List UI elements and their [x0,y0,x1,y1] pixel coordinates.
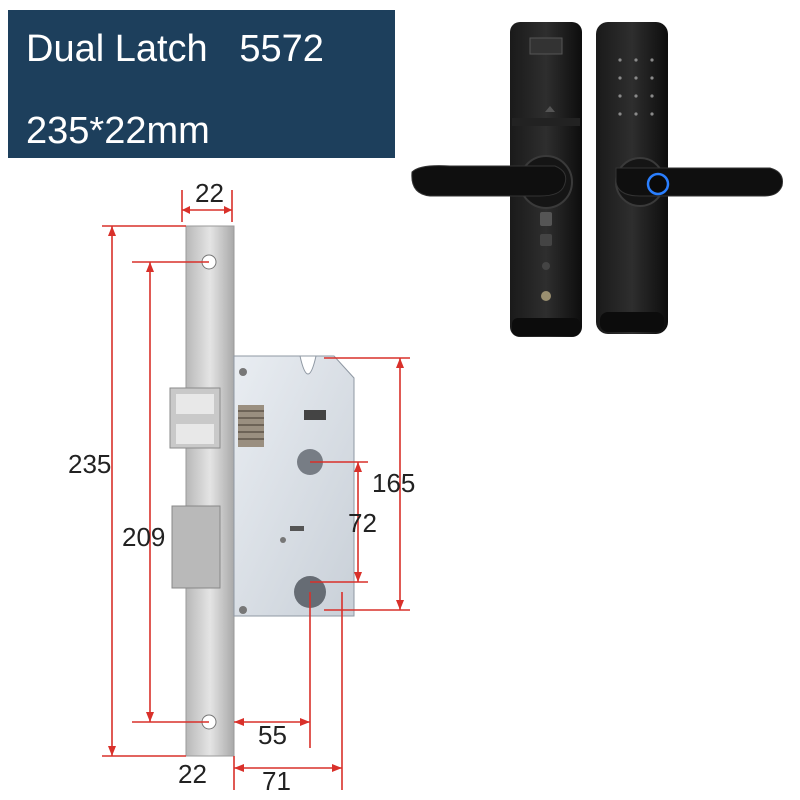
battery-label [529,37,563,55]
product-title: Dual Latch 5572 [26,28,324,70]
dim-faceplate-width-bottom: 22 [178,759,207,789]
keypad-icon [618,58,654,116]
dim-handle-to-cylinder: 72 [348,508,377,538]
fingerprint-sensor-icon [646,172,670,196]
title-banner: Dual Latch 5572 235*22mm [8,10,395,158]
dimension-arrows [108,206,404,772]
outer-lever-handle [615,167,783,197]
mortise-lock-body [169,225,355,757]
dim-screw-spacing: 209 [122,522,165,552]
dim-case-height: 165 [372,468,415,498]
dim-backset: 55 [258,720,287,750]
lock-icon [540,212,552,226]
dim-case-depth: 71 [262,766,291,796]
dimension-lines [102,190,410,790]
inner-lever-handle [411,165,567,197]
product-size: 235*22mm [26,110,210,152]
dim-faceplate-width-top: 22 [195,178,224,208]
smart-lock-photo [411,22,783,337]
key-override-icon [541,291,551,301]
dim-faceplate-height: 235 [68,449,111,479]
